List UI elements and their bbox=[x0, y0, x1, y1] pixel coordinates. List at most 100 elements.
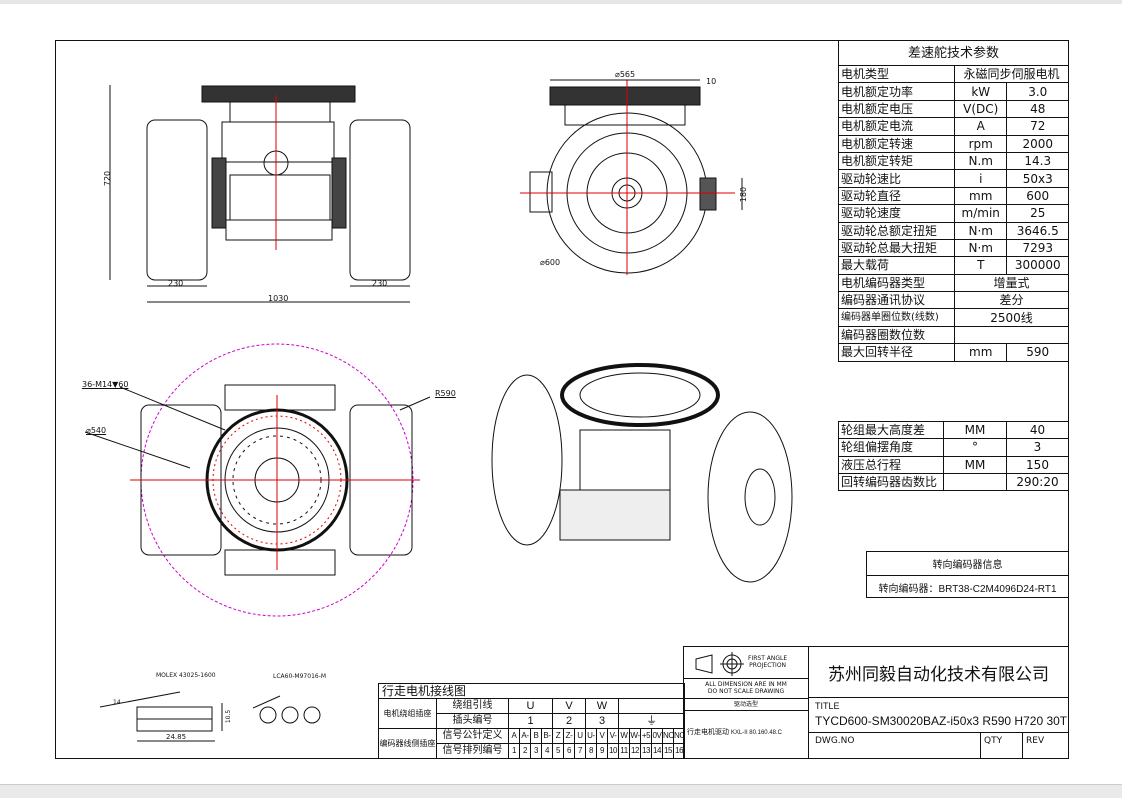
pin-definition: 0V bbox=[651, 728, 663, 744]
row-value: 14.3 bbox=[1006, 151, 1069, 171]
row-unit: V(DC) bbox=[953, 99, 1008, 119]
dim-bolts: 36-M14▼60 bbox=[82, 380, 129, 389]
row-value: 3 bbox=[1006, 438, 1069, 457]
row-value: 7293 bbox=[1006, 238, 1069, 258]
pin-number: 7 bbox=[574, 743, 586, 759]
drive-row: 行走电机驱动 KXL-II 80.160.48.C bbox=[687, 727, 782, 737]
conn-height: 10.5 bbox=[225, 709, 233, 724]
row-label: 插头编号 bbox=[436, 713, 509, 729]
pin-number: 13 bbox=[640, 743, 652, 759]
projection-line: FIRST ANGLE bbox=[748, 655, 788, 662]
pin-definition: A bbox=[508, 728, 520, 744]
pin-number: 2 bbox=[519, 743, 531, 759]
pin-definition: W- bbox=[629, 728, 641, 744]
row-label: 液压总行程 bbox=[838, 455, 944, 474]
row-unit: N.m bbox=[953, 151, 1008, 171]
row-unit: ° bbox=[943, 438, 1007, 457]
drive-selection: 驱动选型 bbox=[684, 698, 808, 711]
connector-drawings bbox=[99, 691, 321, 742]
pin-number: 9 bbox=[596, 743, 608, 759]
row-label: 电机额定转速 bbox=[838, 134, 955, 153]
dim-height: 720 bbox=[103, 170, 113, 187]
plug-number: 3 bbox=[585, 713, 619, 729]
table-row: 编码器通讯协议差分 bbox=[838, 291, 1069, 310]
row-unit: N·m bbox=[953, 238, 1008, 258]
row-value: 290:20 bbox=[1006, 472, 1069, 492]
row-label: 电机额定功率 bbox=[838, 82, 955, 101]
row-value: 3646.5 bbox=[1006, 221, 1069, 240]
phase: U bbox=[508, 698, 553, 714]
row-value: 72 bbox=[1006, 117, 1069, 136]
row-label: 电机额定电流 bbox=[838, 117, 955, 136]
pin-number: 12 bbox=[629, 743, 641, 759]
row-label: 回转编码器齿数比 bbox=[838, 472, 944, 492]
row-label: 最大回转半径 bbox=[838, 343, 955, 362]
table-row: 编码器圈数位数 bbox=[838, 325, 1069, 345]
dim-bearing-dia: ⌀565 bbox=[615, 70, 636, 79]
row-value: 590 bbox=[1006, 343, 1069, 362]
row-value: 差分 bbox=[954, 291, 1069, 310]
dim-side: 180 bbox=[739, 186, 749, 203]
row-label: 电机编码器类型 bbox=[838, 273, 955, 293]
pin-definition: NC bbox=[662, 728, 674, 744]
row-unit: N·m bbox=[953, 221, 1008, 240]
row-label: 最大载荷 bbox=[838, 256, 955, 275]
plug-number: 2 bbox=[552, 713, 586, 729]
ground-symbol-icon: ⏚ bbox=[617, 713, 686, 729]
pin-definition: V bbox=[596, 728, 608, 744]
pin-definition: Z bbox=[552, 728, 564, 744]
table-row: 回转编码器齿数比 290:20 bbox=[838, 472, 1069, 492]
drawing-frame bbox=[55, 40, 1069, 759]
row-value bbox=[954, 325, 1069, 345]
encoder-info-box: 转向编码器信息 转向编码器：BRT38-C2M4096D24-RT1 bbox=[866, 551, 1069, 598]
row-value: 48 bbox=[1006, 99, 1069, 119]
drive-label: 行走电机驱动 bbox=[687, 729, 729, 736]
table-row: 电机绕组插座 绕组引线 U V W bbox=[378, 698, 686, 729]
row-unit: mm bbox=[953, 186, 1008, 206]
row-unit: MM bbox=[943, 455, 1007, 474]
row-unit: kW bbox=[953, 82, 1008, 101]
row-value: 600 bbox=[1006, 186, 1069, 206]
pin-definition: V- bbox=[607, 728, 619, 744]
qty: QTY bbox=[980, 732, 1023, 759]
row-label: 驱动轮速比 bbox=[838, 169, 955, 188]
pin-definition: U bbox=[574, 728, 586, 744]
rev: REV bbox=[1022, 732, 1069, 759]
empty-cell bbox=[617, 698, 686, 714]
pin-number: 5 bbox=[552, 743, 564, 759]
pin-definition: A- bbox=[519, 728, 531, 744]
pin-number: 14 bbox=[651, 743, 663, 759]
row-label: 轮组最大高度差 bbox=[838, 420, 944, 440]
row-value: 25 bbox=[1006, 204, 1069, 223]
dim-wheel-left: 230 bbox=[168, 279, 184, 288]
row-label: 信号公针定义 bbox=[436, 728, 509, 744]
pin-number: 8 bbox=[585, 743, 597, 759]
encoder-socket-label: 编码器线侧插座 bbox=[378, 728, 437, 759]
lca-label: LCA60-M97016-M bbox=[273, 673, 327, 680]
pin-number: 1 bbox=[508, 743, 520, 759]
phase: W bbox=[585, 698, 619, 714]
row-label: 电机额定转矩 bbox=[838, 151, 955, 171]
row-value: 2000 bbox=[1006, 134, 1069, 153]
spec-title: 差速舵技术参数 bbox=[838, 40, 1069, 66]
row-value: 永磁同步伺服电机 bbox=[954, 64, 1069, 84]
encoder-info-title: 转向编码器信息 bbox=[932, 560, 1003, 571]
row-value: 增量式 bbox=[954, 273, 1069, 293]
phase: V bbox=[552, 698, 586, 714]
pin-number: 6 bbox=[563, 743, 575, 759]
dim-wheel-dia: ⌀600 bbox=[540, 258, 561, 267]
pin-definition: Z- bbox=[563, 728, 575, 744]
pin-number: 4 bbox=[541, 743, 553, 759]
pin-definition: B- bbox=[541, 728, 553, 744]
